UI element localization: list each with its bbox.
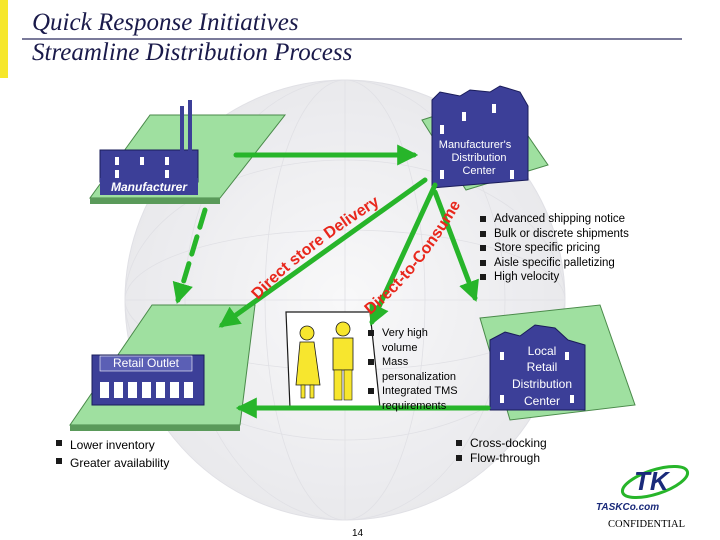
list-item: Aisle specific palletizing <box>478 256 629 271</box>
list-item: Lower inventory <box>54 436 169 454</box>
title-line-2: Streamline Distribution Process <box>32 39 353 66</box>
logo-text: TASKCo.com <box>596 502 660 513</box>
list-item: Advanced shipping notice <box>478 212 629 227</box>
page-title: Quick Response Initiatives Streamline Di… <box>32 8 352 68</box>
confidential-label: CONFIDENTIAL <box>608 519 685 530</box>
flow-arrows <box>172 144 491 419</box>
title-underline <box>22 38 682 40</box>
arrow-mdc-to-retail <box>218 177 428 328</box>
retail-benefits-list: Lower inventory Greater availability <box>54 436 169 472</box>
ldc-label-line-3: Distribution <box>512 377 572 391</box>
consumer-node <box>285 311 381 409</box>
ldc-label-line-4: Center <box>524 394 560 408</box>
list-item: Flow-through <box>454 451 547 466</box>
person-woman-icon <box>295 325 321 399</box>
ldc-features-list: Cross-docking Flow-through <box>454 436 547 466</box>
list-item: High velocity <box>478 270 629 285</box>
taskco-logo-icon: TK <box>620 464 690 500</box>
title-accent-bar <box>0 0 8 78</box>
page-number: 14 <box>352 528 364 539</box>
mdc-label-line-3: Center <box>462 165 495 177</box>
arrow-manufacturer-to-retail <box>172 207 208 305</box>
mdc-features-list: Advanced shipping notice Bulk or discret… <box>478 212 629 285</box>
list-item: Store specific pricing <box>478 241 629 256</box>
arrow-mdc-to-consumer <box>369 182 438 326</box>
retail-outlet-label: Retail Outlet <box>113 356 180 370</box>
factory-icon <box>99 100 199 183</box>
list-item: Cross-docking <box>454 436 547 451</box>
manufacturer-node: Manufacturer <box>89 100 287 204</box>
list-item: Greater availability <box>54 454 169 472</box>
manufacturer-dc-node: Manufacturer's Distribution Center <box>421 85 549 191</box>
manufacturer-label: Manufacturer <box>111 180 188 194</box>
ldc-label-line-1: Local <box>528 344 557 358</box>
title-line-1: Quick Response Initiatives <box>32 9 299 36</box>
retail-outlet-node: Retail Outlet <box>69 304 256 431</box>
mdc-label-line-1: Manufacturer's <box>439 139 512 151</box>
logo-mark: TK <box>634 466 671 496</box>
list-item: Bulk or discrete shipments <box>478 227 629 242</box>
ldc-label-line-2: Retail <box>527 360 558 374</box>
arrow-mdc-to-ldc <box>432 189 479 302</box>
mdc-label-line-2: Distribution <box>451 152 506 164</box>
local-dc-node: Local Retail Distribution Center <box>479 304 636 421</box>
person-man-icon <box>332 321 354 401</box>
